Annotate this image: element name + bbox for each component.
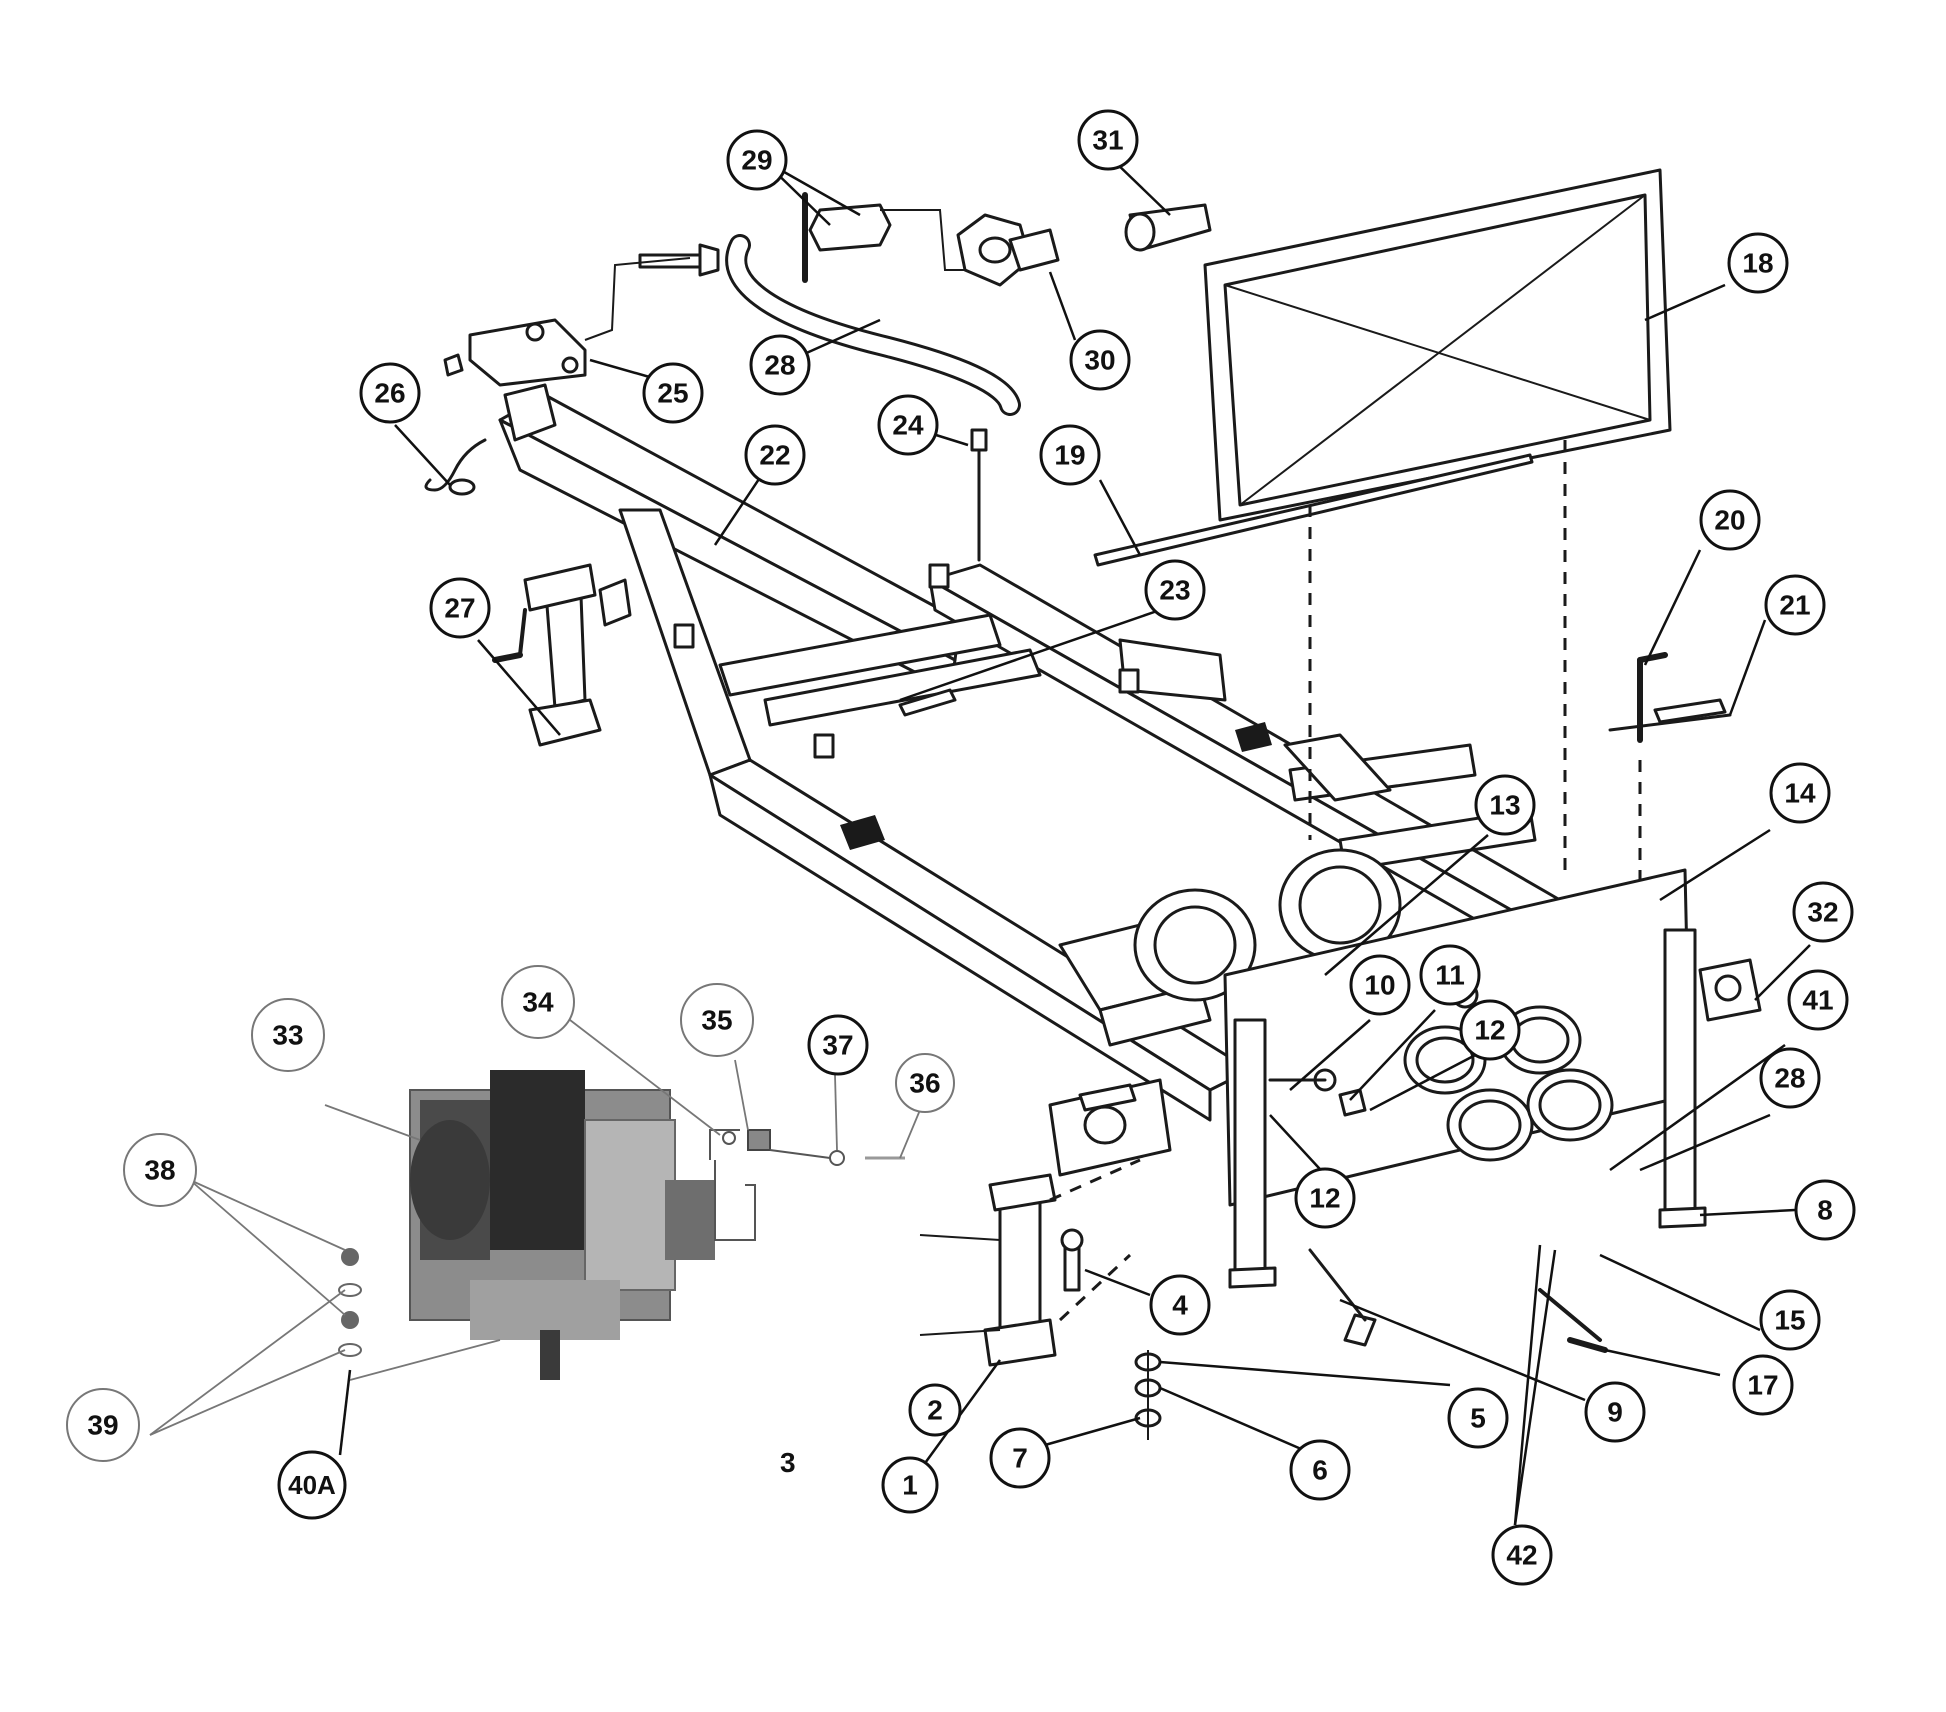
callout-2: 2 <box>908 1383 962 1437</box>
svg-text:38: 38 <box>144 1155 175 1186</box>
callout-32: 32 <box>1792 881 1854 943</box>
callout-23: 23 <box>1144 559 1206 621</box>
callout-40A: 40A <box>277 1450 347 1520</box>
callout-19: 19 <box>1039 424 1101 486</box>
pin-hardware <box>1608 652 1732 743</box>
callout-30: 30 <box>1069 329 1131 391</box>
callout-8: 8 <box>1794 1179 1856 1241</box>
callout-18: 18 <box>1727 232 1789 294</box>
svg-text:12: 12 <box>1474 1015 1505 1046</box>
callout-29: 29 <box>726 129 788 191</box>
svg-text:27: 27 <box>444 593 475 624</box>
callout-5: 5 <box>1447 1387 1509 1449</box>
svg-text:4: 4 <box>1172 1290 1188 1321</box>
callout-4: 4 <box>1149 1274 1211 1336</box>
svg-text:31: 31 <box>1092 125 1123 156</box>
callout-3: 3 <box>780 1447 796 1478</box>
svg-text:1: 1 <box>902 1470 918 1501</box>
svg-text:37: 37 <box>822 1030 853 1061</box>
svg-text:34: 34 <box>522 987 554 1018</box>
callout-27: 27 <box>429 577 491 639</box>
svg-text:5: 5 <box>1470 1403 1486 1434</box>
callout-39: 39 <box>66 1388 140 1462</box>
callout-14: 14 <box>1769 762 1831 824</box>
callout-42: 42 <box>1491 1524 1553 1586</box>
callout-17: 17 <box>1732 1354 1794 1416</box>
callout-9: 9 <box>1584 1381 1646 1443</box>
svg-text:42: 42 <box>1506 1540 1537 1571</box>
svg-text:12: 12 <box>1309 1183 1340 1214</box>
svg-text:39: 39 <box>87 1410 118 1441</box>
callout-26: 26 <box>359 362 421 424</box>
svg-text:2: 2 <box>927 1395 943 1426</box>
svg-text:23: 23 <box>1159 575 1190 606</box>
svg-text:17: 17 <box>1747 1370 1778 1401</box>
callout-31: 31 <box>1077 109 1139 171</box>
svg-text:11: 11 <box>1435 960 1465 991</box>
callout-28a: 28 <box>749 334 811 396</box>
callout-25: 25 <box>642 362 704 424</box>
callout-22: 22 <box>744 424 806 486</box>
callout-11: 11 <box>1419 944 1481 1006</box>
svg-text:29: 29 <box>741 145 772 176</box>
svg-text:8: 8 <box>1817 1195 1833 1226</box>
callout-20: 20 <box>1699 489 1761 551</box>
svg-text:30: 30 <box>1084 345 1115 376</box>
svg-text:24: 24 <box>892 410 924 441</box>
callout-24: 24 <box>877 394 939 456</box>
svg-text:28: 28 <box>764 350 795 381</box>
callout-12a: 12 <box>1459 999 1521 1061</box>
svg-text:26: 26 <box>374 378 405 409</box>
engine-assembly <box>338 1070 905 1380</box>
svg-text:36: 36 <box>909 1068 940 1099</box>
trailer-frame <box>498 383 1562 1122</box>
callouts: 1 2 3 4 5 6 7 8 9 10 11 12 12 13 14 15 1… <box>66 109 1856 1586</box>
lower-hardware <box>919 1078 1172 1440</box>
callout-35: 35 <box>680 983 754 1057</box>
callout-36: 36 <box>895 1053 955 1113</box>
svg-text:20: 20 <box>1714 505 1745 536</box>
callout-28b: 28 <box>1759 1047 1821 1109</box>
callout-15: 15 <box>1759 1289 1821 1351</box>
callout-10: 10 <box>1349 954 1411 1016</box>
callout-38: 38 <box>123 1133 197 1207</box>
callout-12b: 12 <box>1294 1167 1356 1229</box>
leader-lines <box>149 158 1811 1526</box>
callout-34: 34 <box>501 965 575 1039</box>
svg-text:9: 9 <box>1607 1397 1623 1428</box>
svg-text:28: 28 <box>1774 1063 1805 1094</box>
svg-text:7: 7 <box>1012 1443 1028 1474</box>
callout-33: 33 <box>251 998 325 1072</box>
svg-text:10: 10 <box>1364 970 1395 1001</box>
callout-13: 13 <box>1474 774 1536 836</box>
svg-text:14: 14 <box>1784 778 1816 809</box>
svg-text:25: 25 <box>657 378 688 409</box>
callout-6: 6 <box>1289 1439 1351 1501</box>
svg-text:22: 22 <box>759 440 790 471</box>
svg-text:32: 32 <box>1807 897 1838 928</box>
svg-text:13: 13 <box>1489 790 1520 821</box>
svg-text:33: 33 <box>272 1020 303 1051</box>
callout-21: 21 <box>1764 574 1826 636</box>
tow-hardware <box>424 192 1212 562</box>
svg-text:19: 19 <box>1054 440 1085 471</box>
svg-text:6: 6 <box>1312 1455 1328 1486</box>
svg-text:18: 18 <box>1742 248 1773 279</box>
svg-text:21: 21 <box>1779 590 1810 621</box>
callout-41: 41 <box>1787 969 1849 1031</box>
rear-panel <box>1223 868 1762 1353</box>
fender-panel <box>1093 168 1672 920</box>
jack-stand <box>492 563 632 747</box>
callout-1: 1 <box>881 1456 939 1514</box>
svg-text:41: 41 <box>1802 985 1833 1016</box>
callout-7: 7 <box>989 1427 1051 1489</box>
svg-text:40A: 40A <box>288 1470 336 1500</box>
callout-37: 37 <box>807 1014 869 1076</box>
svg-text:15: 15 <box>1774 1305 1805 1336</box>
svg-text:35: 35 <box>701 1005 732 1036</box>
